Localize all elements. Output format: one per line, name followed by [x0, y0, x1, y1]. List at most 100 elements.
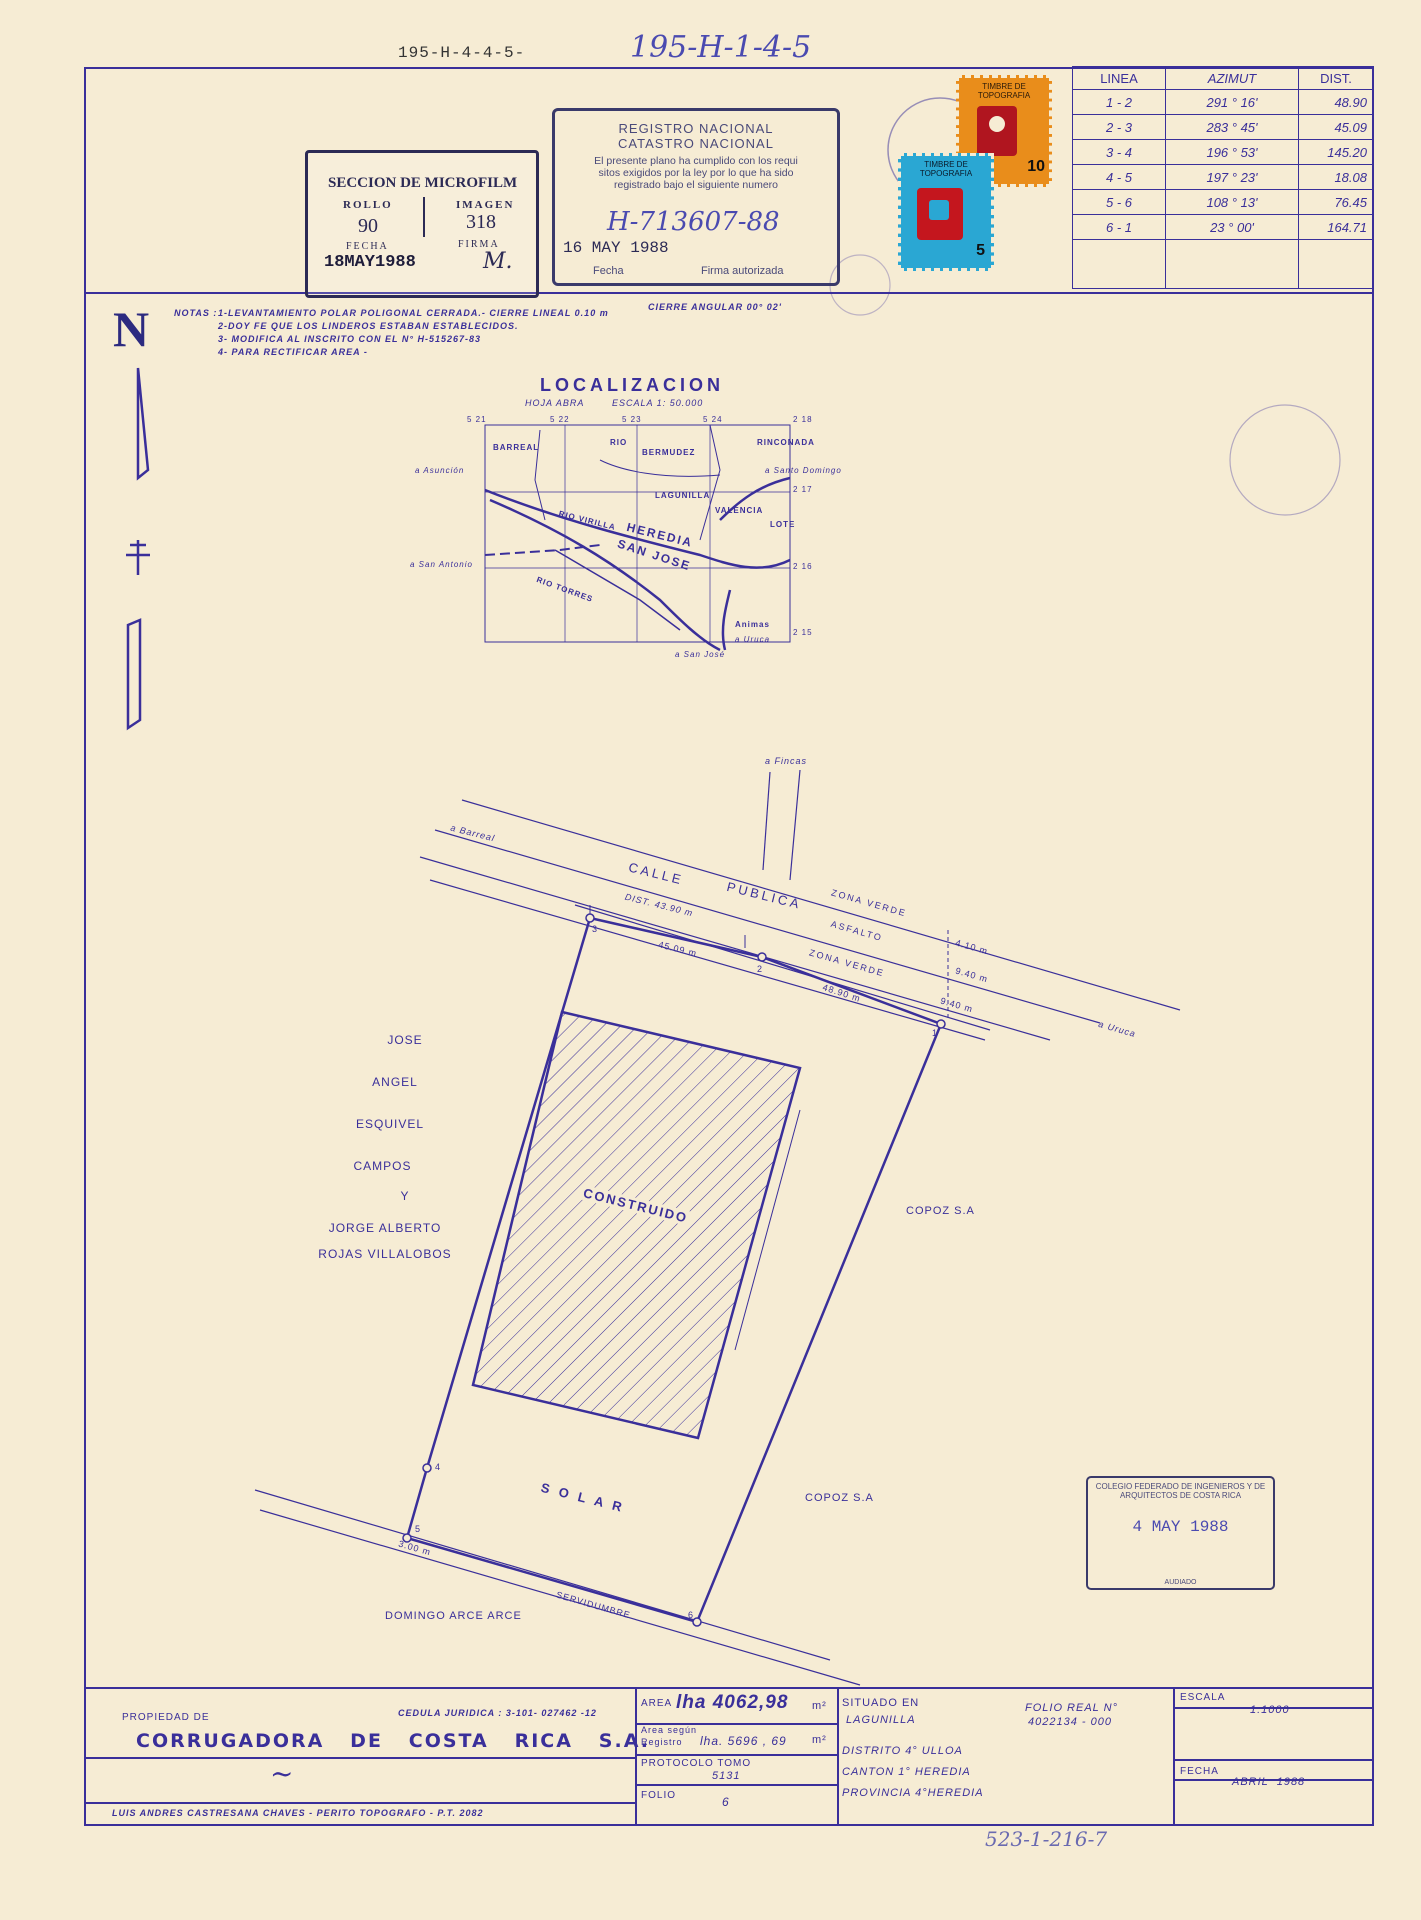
firma-value: M. — [483, 249, 513, 274]
map-label-rio: RIO — [610, 438, 628, 447]
map-label-rinconada: RINCONADA — [757, 438, 815, 447]
map-label-lote: LOTE — [770, 520, 796, 529]
cell — [1072, 239, 1166, 289]
registro-stamp: REGISTRO NACIONAL CATASTRO NACIONAL El p… — [552, 108, 840, 286]
cell: 145.20 — [1298, 139, 1374, 165]
handwritten-reference: 195-H-1-4-5 — [630, 30, 812, 65]
escala-label: ESCALA 1: 50.000 — [612, 398, 704, 408]
area-registro-label1: Area según — [641, 1725, 698, 1735]
outer-frame — [84, 67, 1374, 1826]
registro-firma-label: Firma autorizada — [701, 265, 784, 277]
area-label: AREA — [641, 1698, 673, 1709]
label-a-fincas: a Fincas — [765, 756, 808, 766]
note-1: 1-LEVANTAMIENTO POLAR POLIGONAL CERRADA.… — [218, 308, 609, 318]
registro-body1: El presente plano ha cumplido con los re… — [594, 155, 798, 167]
grid-521: 5 21 — [467, 415, 487, 424]
label-domingo: DOMINGO ARCE ARCE — [385, 1610, 522, 1622]
folio-value: 6 — [722, 1795, 730, 1809]
west-owner-line: JOSE — [387, 1033, 423, 1047]
area-registro-unit: m² — [812, 1734, 827, 1746]
fecha-label: FECHA — [346, 241, 389, 252]
fecha-tb-value: ABRIL 1988 — [1232, 1776, 1306, 1788]
grid-217: 2 17 — [793, 485, 813, 494]
protocolo-value: 5131 — [712, 1770, 741, 1782]
location-map — [484, 424, 791, 652]
cell: 3 - 4 — [1072, 139, 1166, 165]
surveyor-signature: ~ — [270, 1757, 294, 1790]
grid-523: 5 23 — [622, 415, 642, 424]
registro-line1: REGISTRO NACIONAL — [618, 121, 774, 136]
cell: 76.45 — [1298, 189, 1374, 215]
north-arrow — [126, 367, 150, 731]
cell — [1165, 239, 1299, 289]
registro-body2: sitos exigidos por la ley por lo que ha … — [598, 167, 794, 179]
note-3: 3- MODIFICA AL INSCRITO CON EL N° H-5152… — [218, 334, 481, 344]
cell: 5 - 6 — [1072, 189, 1166, 215]
colegio-stamp: COLEGIO FEDERADO DE INGENIEROS Y DE ARQU… — [1086, 1476, 1275, 1590]
hoja-label: HOJA ABRA — [525, 398, 585, 408]
printed-reference: 195-H-4-4-5- — [398, 44, 526, 62]
cell: 2 - 3 — [1072, 114, 1166, 140]
propiedad-label: PROPIEDAD DE — [122, 1712, 210, 1723]
point-6: 6 — [688, 1610, 695, 1620]
cell: 197 ° 23' — [1165, 164, 1299, 190]
microfilm-stamp: SECCION DE MICROFILM ROLLO IMAGEN 90 318… — [305, 150, 539, 298]
table-row-empty — [1072, 239, 1374, 289]
cell: 283 ° 45' — [1165, 114, 1299, 140]
area-registro-value: lha. 5696 , 69 — [700, 1734, 787, 1748]
cell — [1298, 239, 1374, 289]
colegio-title2: ARQUITECTOS DE COSTA RICA — [1119, 1491, 1242, 1500]
cell: 23 ° 00' — [1165, 214, 1299, 240]
notes-prefix: NOTAS : — [174, 308, 218, 318]
folio-real-value: 4022134 - 000 — [1028, 1716, 1112, 1728]
folio-label: FOLIO — [641, 1790, 677, 1801]
imagen-value: 318 — [466, 211, 496, 233]
cell: 6 - 1 — [1072, 214, 1166, 240]
owner-name: CORRUGADORA DE COSTA RICA S.A. — [136, 1730, 650, 1752]
protocolo-label: PROTOCOLO TOMO — [641, 1758, 752, 1769]
folio-real-label: FOLIO REAL N° — [1025, 1702, 1118, 1714]
registro-body3: registrado bajo el siguiente numero — [613, 179, 779, 191]
map-label-uruca: a Uruca — [735, 635, 771, 644]
map-label-animas: Animas — [735, 620, 770, 629]
cell: 4 - 5 — [1072, 164, 1166, 190]
col-linea: LINEA — [1072, 66, 1166, 90]
construido-hatch — [473, 1012, 800, 1438]
map-label-lagunilla: LAGUNILLA — [655, 491, 711, 500]
escala-tb-label: ESCALA — [1180, 1692, 1226, 1703]
cell: 1 - 2 — [1072, 89, 1166, 115]
registro-line2: CATASTRO NACIONAL — [618, 136, 774, 151]
map-label-san-jose: a San José — [675, 650, 726, 659]
colegio-bottom: AUDIADO — [1164, 1579, 1197, 1586]
map-label-barreal: BARREAL — [493, 443, 540, 452]
map-label-bermudez: BERMUDEZ — [642, 448, 696, 457]
label-copoz-2: COPOZ S.A — [805, 1492, 874, 1504]
rollo-label: ROLLO — [343, 199, 393, 211]
cell: 164.71 — [1298, 214, 1374, 240]
stamp-a-value: 10 — [1027, 158, 1045, 175]
cedula-juridica: CEDULA JURIDICA : 3-101- 027462 -12 — [398, 1708, 597, 1718]
cell: 45.09 — [1298, 114, 1374, 140]
localizacion-title: LOCALIZACION — [540, 375, 724, 395]
fecha-tb-label: FECHA — [1180, 1766, 1219, 1777]
provincia: PROVINCIA 4°HEREDIA — [842, 1787, 984, 1799]
note-2: 2-DOY FE QUE LOS LINDEROS ESTABAN ESTABL… — [218, 321, 519, 331]
cell: 48.90 — [1298, 89, 1374, 115]
west-owner-line: Y — [400, 1189, 410, 1203]
cell: 196 ° 53' — [1165, 139, 1299, 165]
grid-522: 5 22 — [550, 415, 570, 424]
escala-tb-value: 1:1000 — [1250, 1704, 1290, 1716]
point-1: 1 — [932, 1028, 939, 1038]
note-4: 4- PARA RECTIFICAR AREA - — [218, 347, 368, 357]
revenue-stamp-10: TIMBRE DE TOPOGRAFIA 10 — [956, 75, 1052, 187]
situado-value: LAGUNILLA — [846, 1714, 916, 1726]
point-2: 2 — [757, 964, 764, 974]
registro-fecha-label: Fecha — [593, 265, 624, 277]
